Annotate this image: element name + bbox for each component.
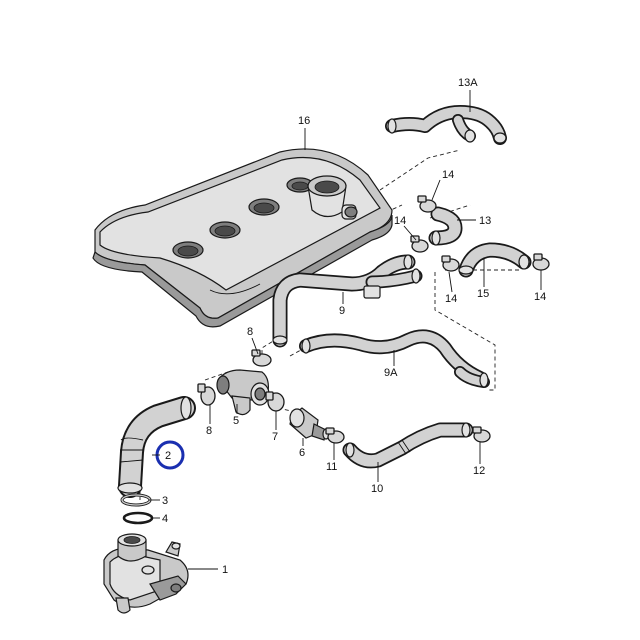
hose-13 xyxy=(428,206,463,246)
rings-3-4 xyxy=(120,493,154,525)
hose-9 xyxy=(272,254,423,348)
hose-clamps-14 xyxy=(410,195,550,272)
label-part-9a: 9A xyxy=(384,367,398,379)
cylinder-head-cover xyxy=(92,148,393,328)
hose-13a xyxy=(385,105,507,145)
label-part-16: 16 xyxy=(298,115,310,127)
ring-4 xyxy=(122,511,154,525)
label-part-1: 1 xyxy=(222,564,228,576)
label-part-9: 9 xyxy=(339,305,345,317)
hose-clamps-8 xyxy=(197,349,272,406)
label-part-7: 7 xyxy=(272,431,278,443)
t-piece-5 xyxy=(216,369,270,416)
leader-lines xyxy=(149,90,542,570)
valve-housing-1 xyxy=(103,533,189,614)
label-part-8-upper: 8 xyxy=(247,326,253,338)
hose-10 xyxy=(342,422,474,469)
hose-9a xyxy=(299,329,490,388)
label-part-4: 4 xyxy=(162,513,168,525)
clamp-14-d xyxy=(532,253,550,271)
hose-clamp-12 xyxy=(472,426,491,443)
label-part-2: 2 xyxy=(165,450,171,462)
label-part-13a: 13A xyxy=(458,77,478,89)
label-part-3: 3 xyxy=(162,495,168,507)
clamp-14-c xyxy=(441,255,460,272)
label-part-14-d: 14 xyxy=(534,291,546,303)
label-part-14-a: 14 xyxy=(442,169,454,181)
clamp-8-lower xyxy=(197,383,216,406)
label-part-11: 11 xyxy=(326,461,337,473)
part-labels: 1 2 3 4 5 6 7 8 8 9 9A 10 11 12 13 13A 1… xyxy=(162,77,546,576)
label-part-15: 15 xyxy=(477,288,489,300)
hose-clamp-11 xyxy=(325,427,345,444)
clamp-8-upper xyxy=(251,349,272,367)
label-part-14-c: 14 xyxy=(445,293,457,305)
label-part-6: 6 xyxy=(299,447,305,459)
label-part-13: 13 xyxy=(479,215,491,227)
hose-2 xyxy=(117,396,196,498)
connector-6 xyxy=(289,407,330,441)
label-part-14-b: 14 xyxy=(394,215,406,227)
label-part-8-lower: 8 xyxy=(206,425,212,437)
label-part-12: 12 xyxy=(473,465,485,477)
hose-15 xyxy=(458,242,532,278)
label-part-10: 10 xyxy=(371,483,383,495)
clamp-14-a xyxy=(417,195,437,213)
hose-clamp-7 xyxy=(265,391,285,412)
label-part-5: 5 xyxy=(233,415,239,427)
ring-3 xyxy=(120,493,152,507)
clamp-14-b xyxy=(410,235,429,253)
